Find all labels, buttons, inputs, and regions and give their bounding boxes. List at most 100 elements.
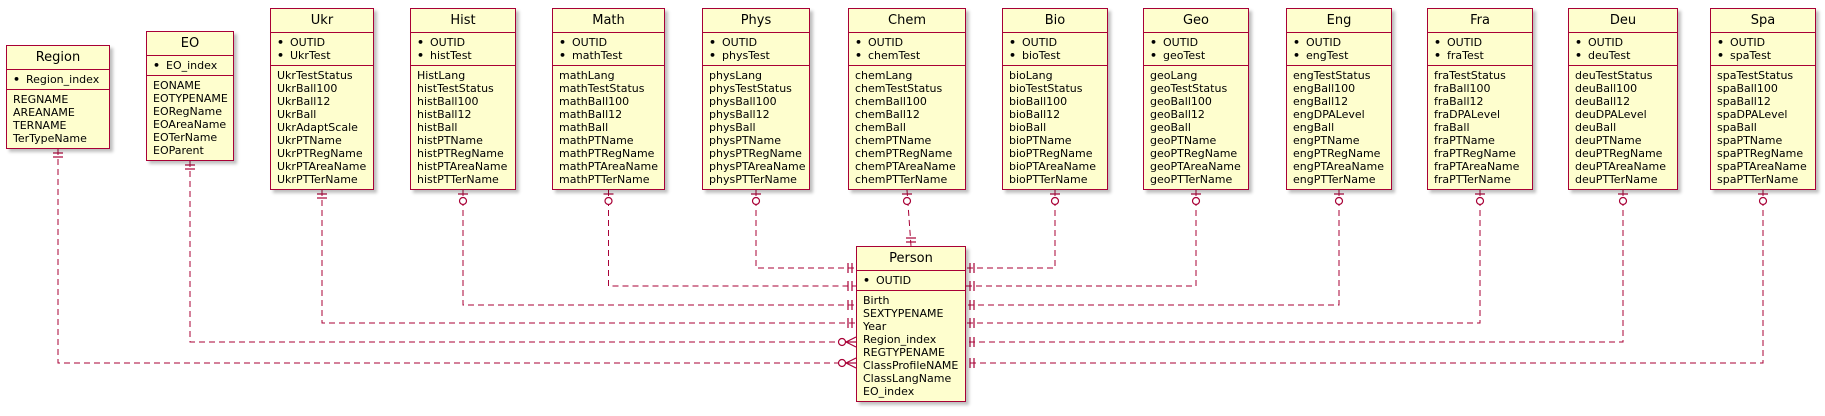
key-bullet-icon: • (855, 36, 863, 49)
key-section: •OUTID•physTest (703, 33, 809, 66)
key-field: •histTest (417, 49, 509, 62)
key-section: •OUTID (857, 271, 965, 291)
key-bullet-icon: • (417, 49, 425, 62)
key-bullet-icon: • (13, 73, 21, 86)
key-bullet-icon: • (1575, 49, 1583, 62)
attribute-field: engPTName (1293, 134, 1360, 147)
attribute-field: histBall (417, 121, 458, 134)
attribute-field: deuPTAreaName (1575, 160, 1666, 173)
key-field: •engTest (1293, 49, 1385, 62)
attribute-field: spaPTAreaName (1717, 160, 1807, 173)
attribute-field: bioTestStatus (1009, 82, 1083, 95)
attribute-field: physBall (709, 121, 756, 134)
attribute-field: mathBall100 (559, 95, 630, 108)
attribute-field: mathPTRegName (559, 147, 655, 160)
key-field-name: OUTID (722, 36, 758, 49)
key-field: •mathTest (559, 49, 658, 62)
key-field-name: OUTID (876, 274, 912, 287)
key-section: •EO_index (147, 56, 233, 76)
key-field: •OUTID (277, 36, 367, 49)
key-bullet-icon: • (1717, 36, 1725, 49)
attribute-field: chemBall12 (855, 108, 920, 121)
key-bullet-icon: • (1009, 36, 1017, 49)
key-field: •OUTID (1575, 36, 1671, 49)
attribute-field: fraBall (1434, 121, 1470, 134)
key-section: •OUTID•histTest (411, 33, 515, 66)
entity-title: Chem (849, 9, 965, 33)
key-bullet-icon: • (1717, 49, 1725, 62)
key-field: •OUTID (1009, 36, 1101, 49)
relationship-math-person (603, 190, 856, 291)
attribute-field: physPTName (709, 134, 781, 147)
attribute-field: bioLang (1009, 69, 1053, 82)
key-bullet-icon: • (1009, 49, 1017, 62)
attribute-field: engBall100 (1293, 82, 1356, 95)
key-bullet-icon: • (417, 36, 425, 49)
key-field: •spaTest (1717, 49, 1809, 62)
attribute-field: chemTestStatus (855, 82, 943, 95)
key-section: •OUTID•spaTest (1711, 33, 1815, 66)
key-field-name: OUTID (1588, 36, 1624, 49)
attribute-field: spaTestStatus (1717, 69, 1794, 82)
attribute-field: REGTYPENAME (863, 346, 945, 359)
key-section: • Region_index (7, 70, 109, 90)
key-field-name: Region_index (26, 73, 100, 86)
attribute-field: geoPTAreaName (1150, 160, 1241, 173)
relationship-eo-person (185, 161, 857, 348)
key-field: •bioTest (1009, 49, 1101, 62)
key-field: • Region_index (13, 73, 103, 86)
relationship-phys-person (751, 190, 856, 273)
attribute-field: histPTName (417, 134, 483, 147)
attribute-field: histPTAreaName (417, 160, 508, 173)
relationship-geo-person (966, 190, 1201, 291)
attribute-field: deuTestStatus (1575, 69, 1653, 82)
attribute-field: engPTRegName (1293, 147, 1381, 160)
attribute-field: deuBall100 (1575, 82, 1638, 95)
key-bullet-icon: • (855, 49, 863, 62)
attribute-field: mathBall12 (559, 108, 623, 121)
key-bullet-icon: • (277, 49, 285, 62)
key-section: •OUTID•geoTest (1144, 33, 1248, 66)
attribute-field: physTestStatus (709, 82, 792, 95)
key-field: •OUTID (1293, 36, 1385, 49)
attribute-field: deuBall12 (1575, 95, 1631, 108)
attribute-field: Region_index (863, 333, 937, 346)
attribute-field: engPTAreaName (1293, 160, 1384, 173)
attribute-field: bioBall100 (1009, 95, 1068, 108)
attribute-field: deuPTRegName (1575, 147, 1663, 160)
attribute-field: bioBall (1009, 121, 1047, 134)
attribute-field: spaBall12 (1717, 95, 1771, 108)
key-field: •OUTID (1434, 36, 1526, 49)
attribute-field: spaPTTerName (1717, 173, 1799, 186)
attribute-field: geoLang (1150, 69, 1198, 82)
attribute-field: spaBall100 (1717, 82, 1778, 95)
key-section: •OUTID•engTest (1287, 33, 1391, 66)
attribute-field: geoBall (1150, 121, 1191, 134)
attribute-field: deuDPALevel (1575, 108, 1647, 121)
key-field: •deuTest (1575, 49, 1671, 62)
key-field-name: OUTID (1447, 36, 1483, 49)
attribute-field: physLang (709, 69, 763, 82)
attribute-field: TerTypeName (13, 132, 87, 145)
key-field-name: OUTID (572, 36, 608, 49)
entity-title: Spa (1711, 9, 1815, 33)
attribute-field: chemBall (855, 121, 906, 134)
attribute-field: mathTestStatus (559, 82, 645, 95)
attribute-field: spaBall (1717, 121, 1757, 134)
attribute-field: chemPTRegName (855, 147, 953, 160)
attribute-field: fraBall100 (1434, 82, 1491, 95)
attribute-field: HistLang (417, 69, 466, 82)
